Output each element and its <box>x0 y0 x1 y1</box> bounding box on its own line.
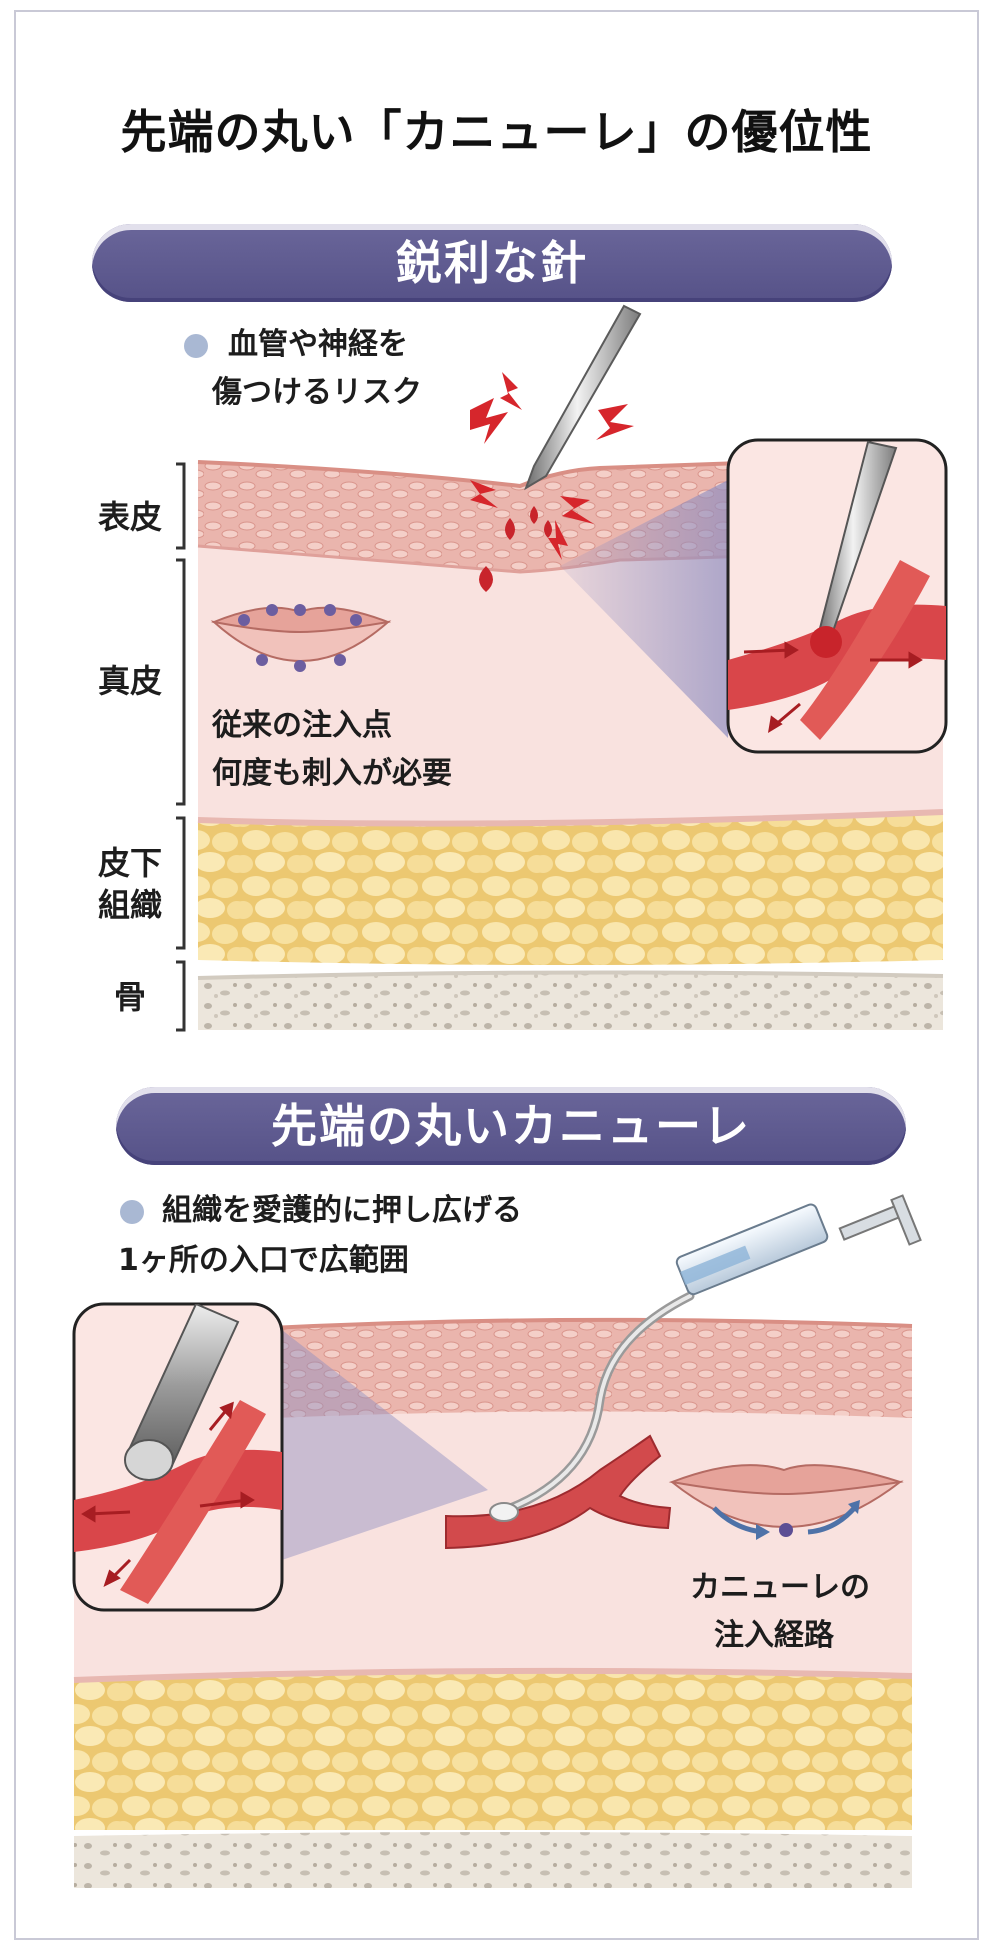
needle-inset <box>726 438 948 754</box>
lips-icon-2 <box>668 1464 904 1540</box>
benefit-bullet-icon <box>120 1200 144 1224</box>
label-epidermis: 表皮 <box>97 498 162 536</box>
risk-text-line1: 血管や神経を <box>228 327 408 362</box>
route-note-line1: カニューレの <box>690 1570 870 1605</box>
cannula-heading: 先端の丸いカニューレ <box>116 1087 906 1165</box>
injection-note-line1: 従来の注入点 <box>212 708 392 743</box>
risk-text-line2: 傷つけるリスク <box>212 375 422 410</box>
cannula-inset <box>72 1302 284 1612</box>
fat-layer-2 <box>74 1670 912 1830</box>
risk-bullet-icon <box>184 334 208 358</box>
label-bone: 骨 <box>113 978 146 1016</box>
needle-icon <box>524 304 642 491</box>
bone-layer <box>198 972 943 1030</box>
page-title: 先端の丸い「カニューレ」の優位性 <box>120 105 873 159</box>
bone-layer-2 <box>74 1832 912 1888</box>
label-subcutaneous-1: 皮下 <box>97 844 162 882</box>
needle-heading: 鋭利な針 <box>92 224 892 302</box>
benefit-text-line2: 1ヶ所の入口で広範囲 <box>118 1243 409 1278</box>
fat-layer <box>198 812 943 965</box>
injection-note-line2: 何度も刺入が必要 <box>212 756 452 791</box>
lips-icon <box>210 604 392 672</box>
blood-drop-icon <box>479 506 552 592</box>
syringe-icon <box>495 1194 922 1517</box>
label-dermis: 真皮 <box>97 662 162 700</box>
spark-icon <box>470 372 634 560</box>
route-note-line2: 注入経路 <box>714 1618 834 1653</box>
magnify-beam-2 <box>282 1330 488 1560</box>
epidermis-layer-2 <box>230 1319 912 1420</box>
layer-brackets <box>176 462 186 1032</box>
benefit-text-line1: 組織を愛護的に押し広げる <box>162 1193 522 1228</box>
magnify-beam <box>560 480 728 738</box>
label-subcutaneous-2: 組織 <box>97 886 162 924</box>
cannula-icon <box>489 1502 519 1522</box>
